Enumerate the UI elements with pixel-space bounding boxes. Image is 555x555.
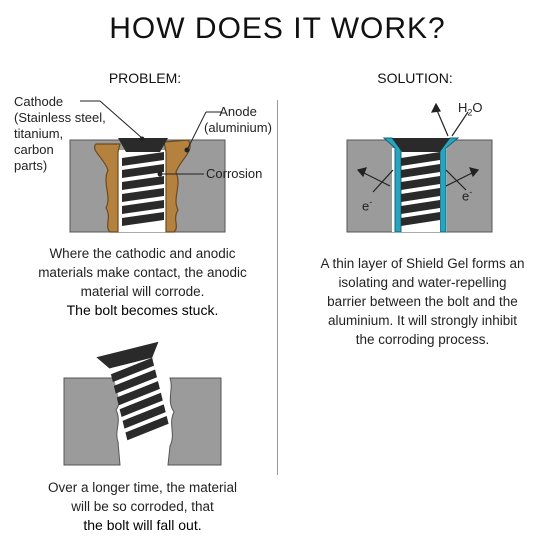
corroded-plate-right [167, 377, 222, 466]
problem-heading: PROBLEM: [108, 70, 182, 86]
problem-bolt-diagram [69, 100, 226, 233]
bolt-head-solution [392, 138, 450, 152]
page-title: HOW DOES IT WORK? [109, 12, 446, 45]
electron-right-label: e- [462, 187, 473, 204]
bolt-head [118, 138, 168, 152]
bolt-threads-solution [401, 152, 440, 226]
solution-bolt-diagram [346, 102, 493, 233]
electron-left-label: e- [362, 197, 373, 214]
anode-label: Anode (aluminium) [204, 104, 272, 135]
water-label: H2O [458, 100, 483, 118]
loose-bolt-diagram [63, 341, 222, 466]
solution-description: A thin layer of Shield Gel forms an isol… [320, 256, 525, 347]
loose-bolt-threads [110, 357, 169, 441]
bolt-threads [122, 152, 164, 226]
cathode-label: Cathode (Stainless steel, titanium, carb… [14, 94, 106, 173]
solution-heading: SOLUTION: [377, 70, 453, 86]
corrosion-right [163, 139, 191, 233]
column-divider [277, 100, 278, 475]
problem-description: Where the cathodic and anodic materials … [38, 246, 247, 318]
loose-bolt-head [96, 341, 159, 369]
corrosion-left [94, 143, 121, 233]
long-term-description: Over a longer time, the material will be… [47, 480, 238, 533]
corrosion-label: Corrosion [206, 166, 263, 181]
corroded-plate-left [63, 377, 121, 466]
